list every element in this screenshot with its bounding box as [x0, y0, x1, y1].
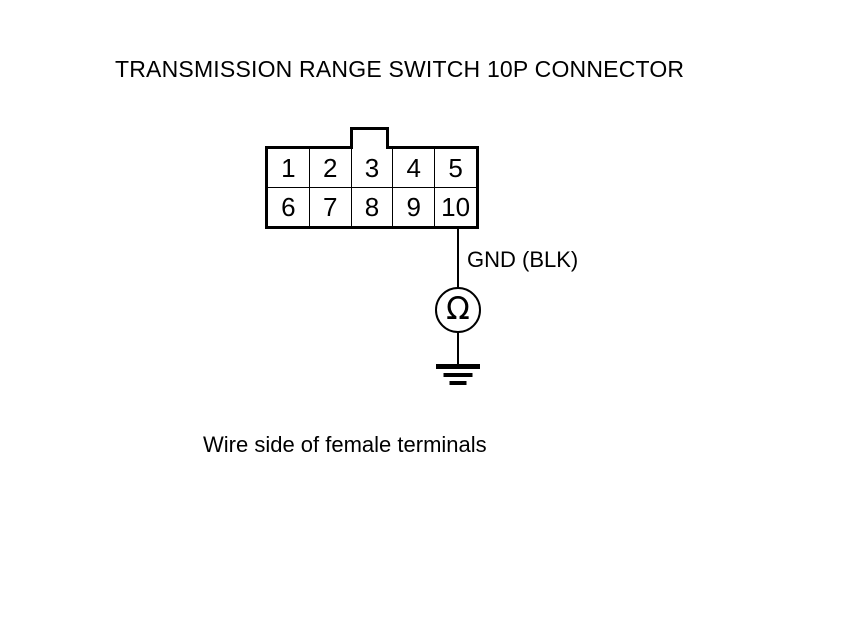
figure-caption: Wire side of female terminals — [203, 432, 487, 457]
earth-ground-icon — [436, 364, 480, 386]
connector-row-bottom: 6 7 8 9 10 — [268, 188, 476, 226]
connector-diagram: 1 2 3 4 5 6 7 8 9 10 — [265, 127, 479, 229]
pin-cell[interactable]: 8 — [351, 188, 394, 226]
connector-pin-grid: 1 2 3 4 5 6 7 8 9 10 — [265, 146, 479, 229]
pin-cell[interactable]: 9 — [393, 188, 436, 226]
pin-cell[interactable]: 3 — [351, 149, 394, 187]
ohm-symbol: Ω — [446, 291, 470, 327]
pin-cell[interactable]: 4 — [393, 149, 436, 187]
ground-bar-2 — [443, 373, 473, 377]
ohmmeter-icon: Ω — [435, 287, 481, 333]
pin-cell[interactable]: 7 — [309, 188, 352, 226]
pin-cell[interactable]: 6 — [268, 188, 310, 226]
pin-cell[interactable]: 1 — [268, 149, 310, 187]
pin-cell[interactable]: 10 — [435, 188, 476, 226]
pin-cell[interactable]: 2 — [309, 149, 352, 187]
wire-meter-to-ground — [457, 332, 459, 367]
connector-row-top: 1 2 3 4 5 — [268, 149, 476, 188]
page-title: TRANSMISSION RANGE SWITCH 10P CONNECTOR — [115, 56, 685, 82]
wire-pin10-to-meter — [457, 226, 459, 288]
ground-bar-1 — [436, 364, 480, 369]
wire-label-gnd: GND (BLK) — [467, 247, 579, 272]
ground-bar-3 — [449, 381, 467, 385]
connector-latch-tab-icon — [350, 127, 389, 149]
pin-cell[interactable]: 5 — [435, 149, 476, 187]
